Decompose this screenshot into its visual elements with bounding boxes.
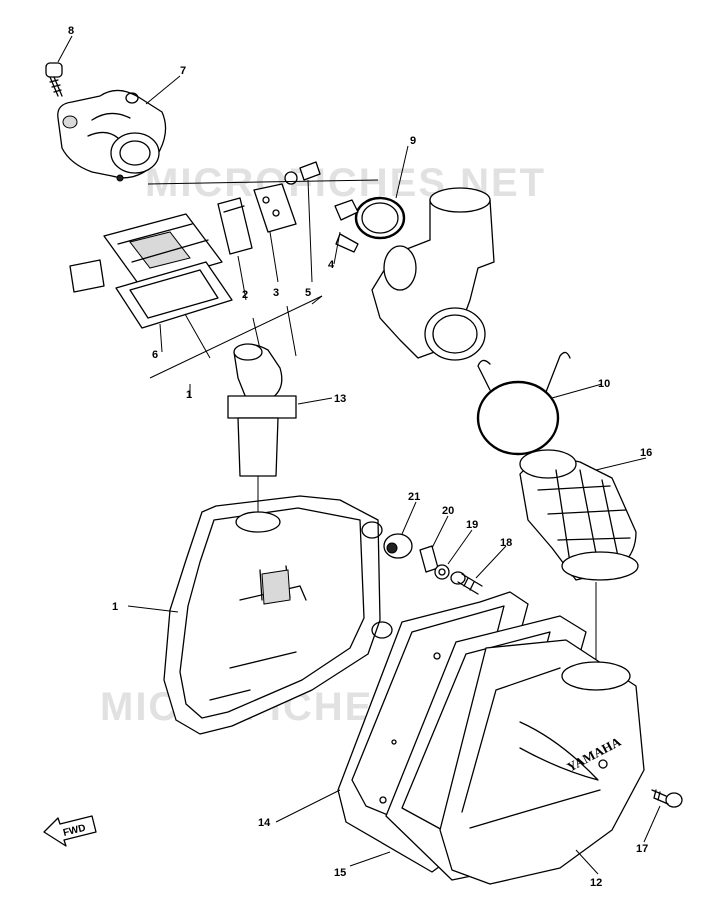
callout-15: 15: [334, 867, 346, 879]
callout-17: 17: [636, 843, 648, 855]
callout-10: 10: [598, 378, 610, 390]
callout-18: 18: [500, 537, 512, 549]
washer-part-19: [434, 564, 450, 580]
air-cleaner-case-part-1: [163, 495, 393, 735]
callout-21: 21: [408, 491, 420, 503]
reed-petal-part-2: [217, 197, 253, 255]
callout-labels: 8 7 9 5 4 3 2 6 1 13 10 16 21 20 19 18 1…: [68, 25, 652, 889]
grommet-part-21: [383, 533, 413, 559]
screw-part-5: [284, 161, 321, 185]
callout-7: 7: [180, 65, 186, 77]
cover-part-12: YAMAHA: [439, 639, 645, 885]
intake-funnel-part-16: [519, 449, 639, 581]
callout-19: 19: [466, 519, 478, 531]
reed-stopper-part-3: [253, 183, 297, 233]
callout-5: 5: [305, 287, 311, 299]
callout-20: 20: [442, 505, 454, 517]
gasket-part-6: [69, 259, 233, 329]
callout-8: 8: [68, 25, 74, 37]
callout-14: 14: [258, 817, 271, 829]
callout-3: 3: [273, 287, 279, 299]
fwd-arrow: FWD: [43, 815, 97, 847]
callout-13: 13: [334, 393, 346, 405]
manifold-part-7: [57, 89, 167, 182]
joint-pipe-part-13: [227, 343, 297, 477]
collar-part-20: [419, 545, 439, 573]
callout-1-upper: 1: [186, 389, 192, 401]
screw-part-18: [450, 571, 483, 595]
callout-12: 12: [590, 877, 602, 889]
bolt-part-8: [45, 62, 63, 97]
spring-clamp-part-10: [476, 351, 571, 456]
callout-16: 16: [640, 447, 652, 459]
leader-lines: [57, 35, 661, 875]
callout-6: 6: [152, 349, 158, 361]
callout-9: 9: [410, 135, 416, 147]
callout-2: 2: [242, 289, 248, 301]
screw-part-17: [651, 789, 683, 808]
callout-1-lower: 1: [112, 601, 118, 613]
clamp-part-9: [334, 196, 406, 253]
callout-4: 4: [328, 259, 335, 271]
intake-housing: [371, 187, 495, 361]
fwd-label: FWD: [62, 823, 87, 839]
